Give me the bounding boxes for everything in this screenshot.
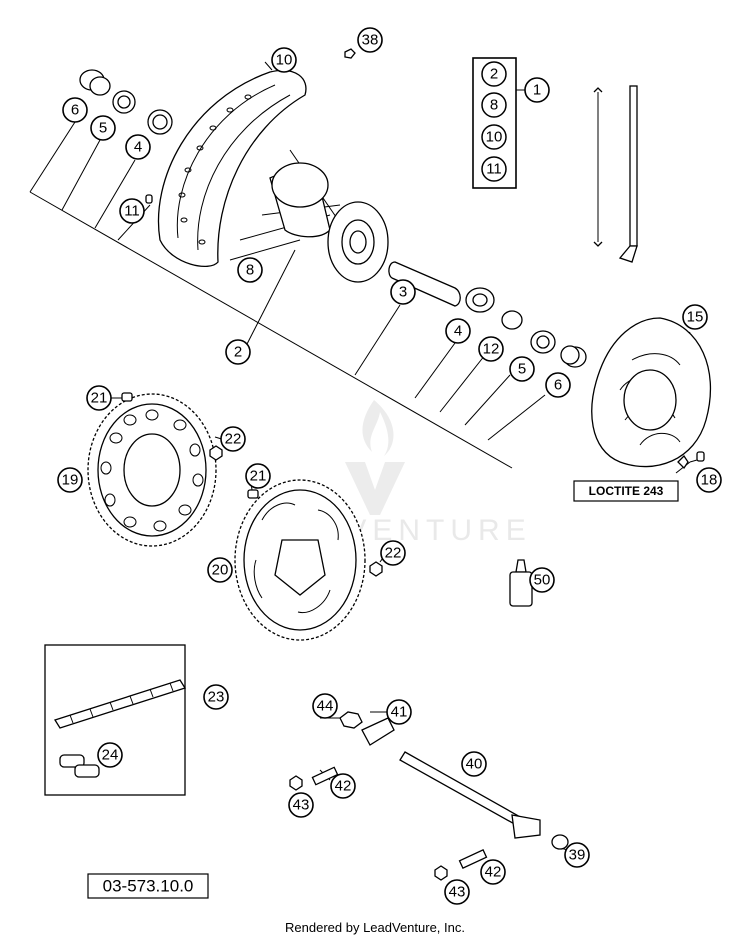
svg-text:21: 21 [250, 468, 267, 485]
svg-text:6: 6 [71, 102, 79, 119]
callout-40: 40 [461, 751, 487, 777]
svg-text:12: 12 [483, 341, 500, 358]
svg-text:42: 42 [335, 778, 352, 795]
kit-group: 2 8 10 11 [472, 57, 517, 189]
left-bearing-stack [79, 69, 173, 204]
kit-item-11: 11 [486, 161, 502, 178]
callout-11: 11 [119, 198, 145, 224]
axle-assembly-part [289, 711, 569, 881]
callout-44: 44 [312, 693, 338, 719]
svg-text:42: 42 [485, 864, 502, 881]
grease-tube-part [509, 559, 533, 607]
callout-42-lower: 42 [480, 859, 506, 885]
svg-text:22: 22 [225, 431, 242, 448]
callout-6-right: 6 [545, 372, 571, 398]
callout-8: 8 [237, 257, 263, 283]
svg-text:11: 11 [124, 203, 140, 220]
svg-text:20: 20 [212, 562, 229, 579]
hub-part [229, 149, 389, 283]
svg-text:2: 2 [234, 344, 242, 361]
callout-21-upper: 21 [86, 385, 112, 411]
svg-text:4: 4 [134, 139, 142, 156]
callout-22-lower: 22 [380, 540, 406, 566]
svg-text:23: 23 [208, 689, 225, 706]
svg-text:38: 38 [362, 32, 379, 49]
disc-screw-part [677, 454, 689, 470]
callout-39: 39 [564, 842, 590, 868]
svg-text:39: 39 [569, 847, 586, 864]
svg-text:18: 18 [701, 472, 718, 489]
svg-text:40: 40 [466, 756, 483, 773]
sprocket-bolt-part-2 [247, 489, 259, 499]
callout-19: 19 [57, 467, 83, 493]
svg-text:3: 3 [399, 284, 407, 301]
kit-item-2: 2 [490, 66, 498, 83]
spoke-dimension-part [593, 85, 638, 263]
disc-bolt-part [696, 451, 705, 462]
callout-22-upper: 22 [220, 426, 246, 452]
svg-text:24: 24 [102, 747, 119, 764]
svg-text:5: 5 [99, 120, 107, 137]
chain-kit-box [44, 644, 186, 796]
rim-part [157, 69, 307, 267]
sprocket-bolt-part [121, 392, 133, 402]
svg-text:22: 22 [385, 545, 402, 562]
callout-2: 2 [225, 339, 251, 365]
svg-text:1: 1 [533, 82, 541, 99]
svg-text:8: 8 [246, 262, 254, 279]
callout-4-right: 4 [445, 318, 471, 344]
callout-3: 3 [390, 279, 416, 305]
svg-text:4: 4 [454, 323, 462, 340]
svg-text:44: 44 [317, 698, 334, 715]
callout-43-upper: 43 [288, 792, 314, 818]
callout-42-upper: 42 [330, 773, 356, 799]
callout-1: 1 [524, 77, 550, 103]
callout-23: 23 [203, 684, 229, 710]
brake-disc-part [591, 317, 711, 468]
svg-text:19: 19 [62, 472, 79, 489]
footer-credit: Rendered by LeadVenture, Inc. [285, 920, 465, 935]
callout-18: 18 [696, 467, 722, 493]
svg-text:6: 6 [554, 377, 562, 394]
svg-text:5: 5 [518, 361, 526, 378]
sprocket-small-part [234, 479, 366, 641]
callout-15: 15 [682, 304, 708, 330]
right-bearing-stack [388, 261, 587, 368]
svg-text:43: 43 [293, 797, 310, 814]
callout-24: 24 [97, 742, 123, 768]
drawing-number: 03-573.10.0 [103, 877, 194, 896]
kit-item-10: 10 [486, 129, 503, 146]
callout-43-lower: 43 [444, 879, 470, 905]
svg-text:10: 10 [276, 52, 293, 69]
svg-text:43: 43 [449, 884, 466, 901]
callout-41: 41 [386, 699, 412, 725]
sprocket-nut-part-2 [369, 561, 383, 577]
loctite-note: LOCTITE 243 [573, 480, 679, 502]
callout-38: 38 [357, 27, 383, 53]
kit-item-8: 8 [490, 97, 498, 114]
sprocket-nut-part [209, 445, 223, 461]
callout-21-lower: 21 [245, 463, 271, 489]
callout-6-left: 6 [62, 97, 88, 123]
callout-50: 50 [529, 567, 555, 593]
loctite-label: LOCTITE 243 [589, 484, 664, 498]
callout-5-right: 5 [509, 356, 535, 382]
svg-text:15: 15 [687, 309, 704, 326]
callout-4-left: 4 [125, 134, 151, 160]
sprocket-large-part [87, 393, 217, 547]
spoke-nipple-part [344, 48, 356, 59]
svg-text:50: 50 [534, 572, 551, 589]
svg-text:41: 41 [391, 704, 408, 721]
callout-10: 10 [271, 47, 297, 73]
callout-5-left: 5 [90, 115, 116, 141]
callout-20: 20 [207, 557, 233, 583]
callout-12: 12 [478, 336, 504, 362]
drawing-number-box: 03-573.10.0 [87, 873, 209, 899]
svg-text:21: 21 [91, 390, 108, 407]
